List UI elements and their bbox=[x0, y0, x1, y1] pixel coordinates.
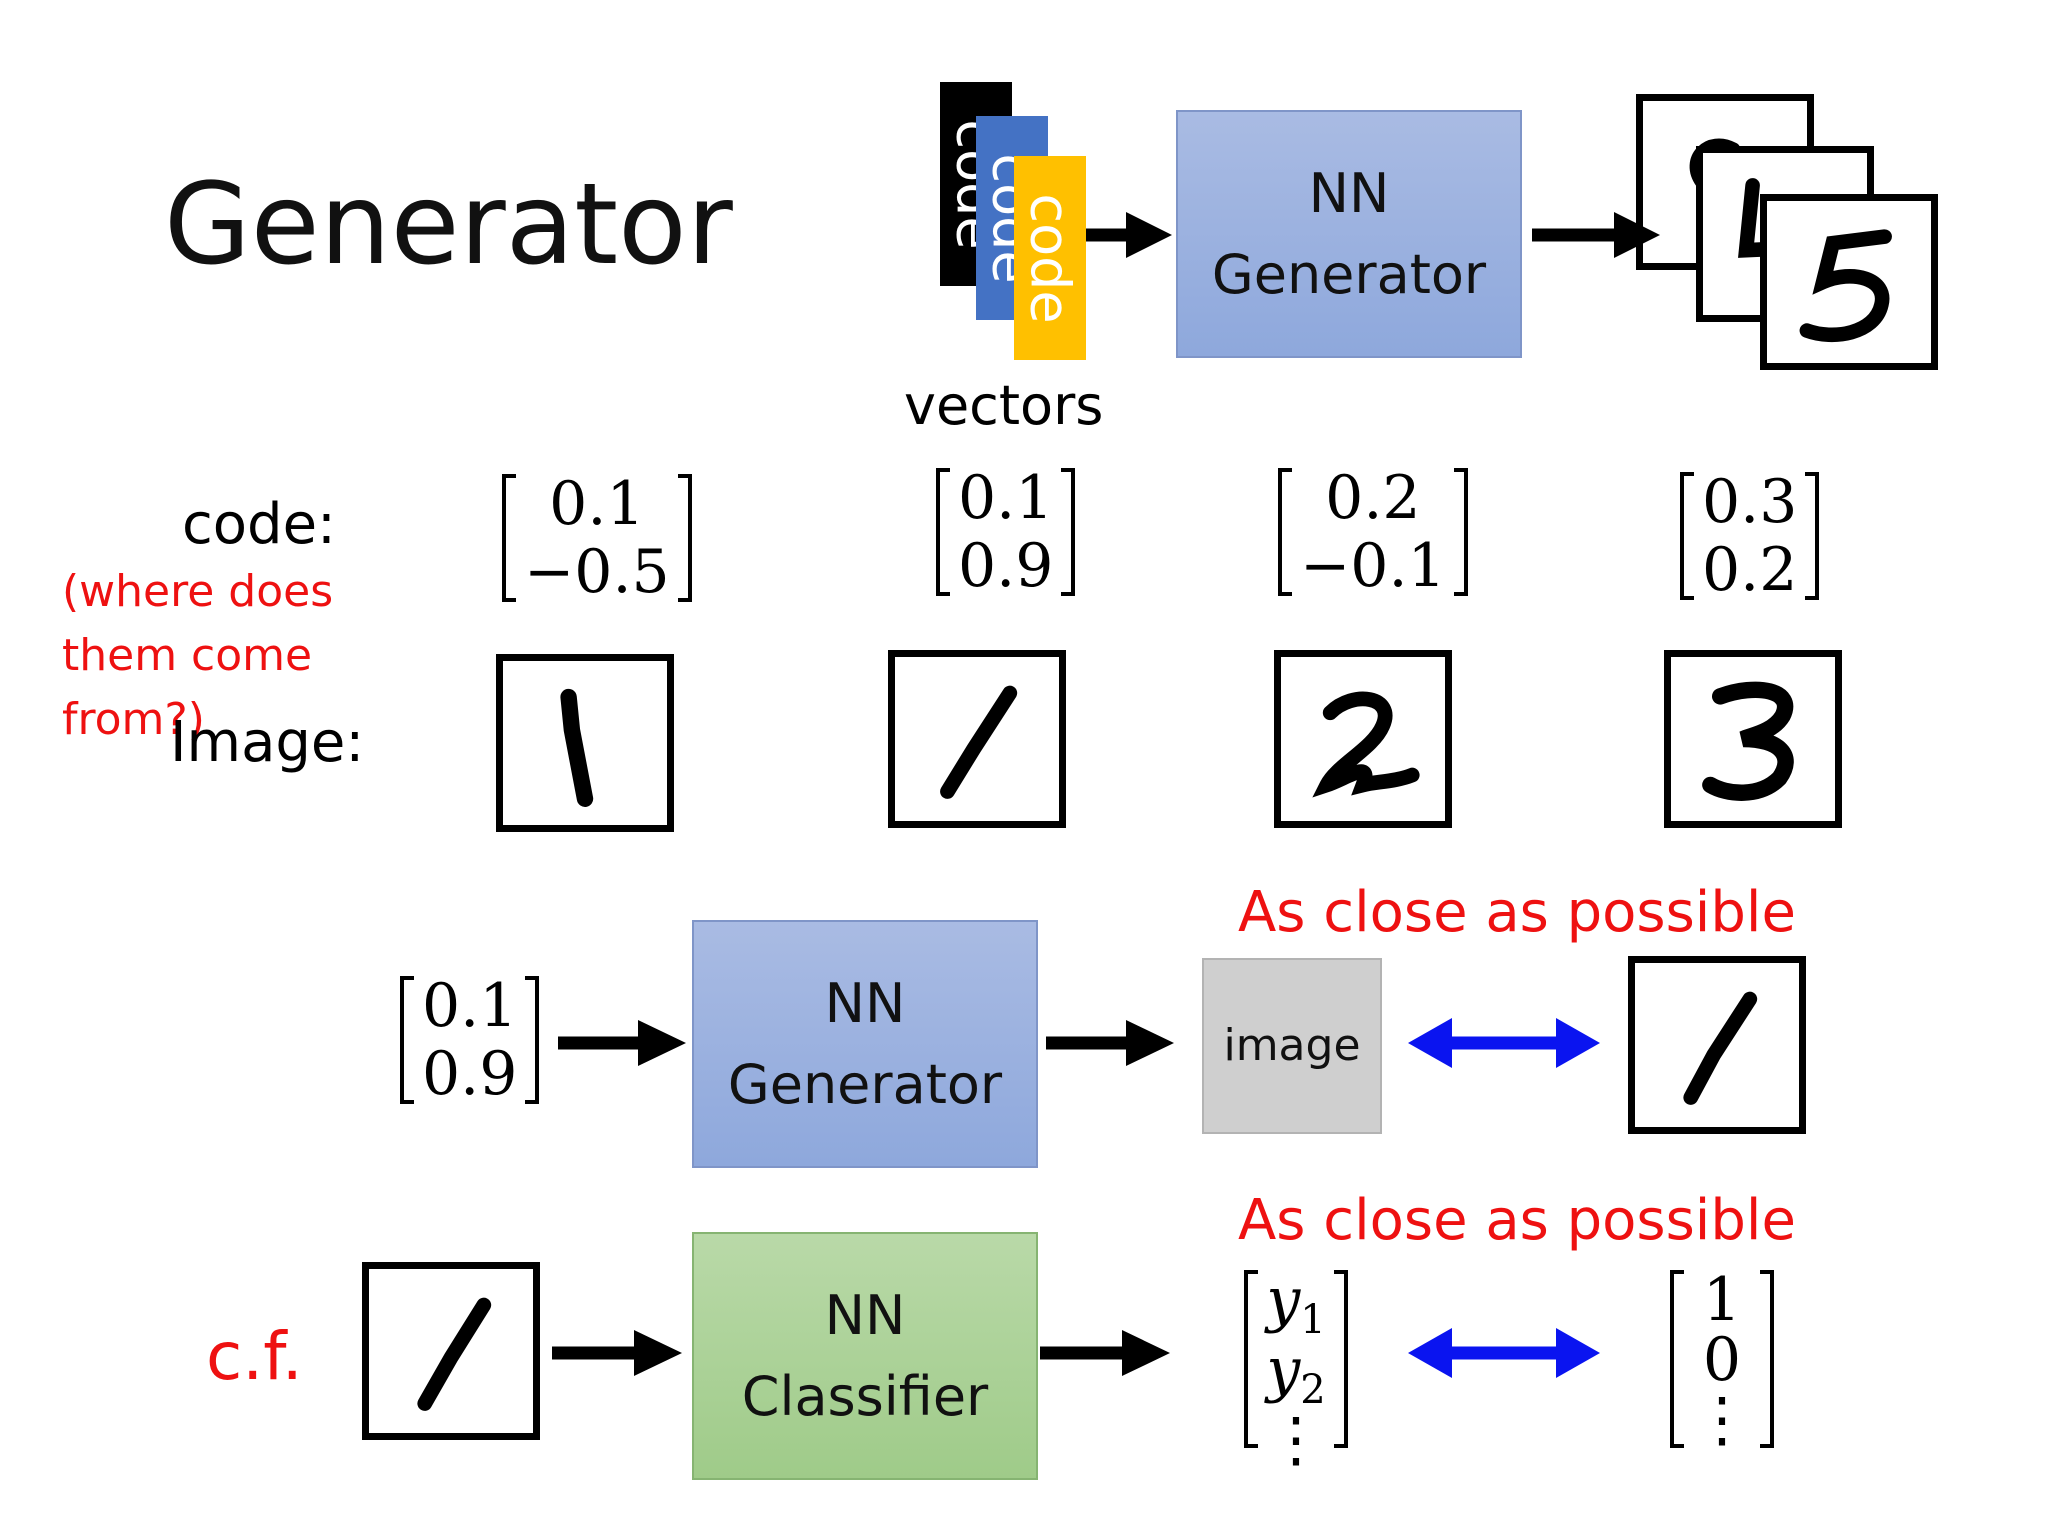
arrow-right-icon bbox=[558, 1020, 686, 1066]
classifier-target-vector: 1 0 ⋮ bbox=[1670, 1270, 1774, 1450]
middle-generator-line1: NN bbox=[824, 972, 906, 1035]
classifier-box: NN Classifier bbox=[692, 1232, 1038, 1480]
classifier-line1: NN bbox=[824, 1284, 906, 1347]
arrow-right-icon bbox=[1046, 1020, 1174, 1066]
arrow-right-icon bbox=[1086, 212, 1172, 258]
digit-3-icon bbox=[1702, 681, 1794, 801]
digit-1-slanted-icon bbox=[1683, 991, 1758, 1105]
arrow-right-icon bbox=[552, 1330, 682, 1376]
digit-2-icon bbox=[1312, 691, 1420, 798]
row-image-2 bbox=[888, 650, 1066, 828]
top-output-digit-5 bbox=[1760, 194, 1938, 370]
middle-target-image bbox=[1628, 956, 1806, 1134]
row-image-1 bbox=[496, 654, 674, 832]
digit-1-icon bbox=[560, 688, 594, 807]
page-title: Generator bbox=[164, 160, 733, 290]
double-arrow-icon bbox=[1408, 1328, 1600, 1378]
top-generator-line1: NN bbox=[1308, 162, 1390, 225]
classifier-line2: Classifier bbox=[741, 1365, 989, 1428]
code-label: code: bbox=[182, 492, 336, 557]
classifier-output-vector: y1 y2 ⋮ bbox=[1244, 1265, 1348, 1470]
digit-1-slanted-icon bbox=[417, 1297, 492, 1411]
code-vector-1: 0.1−0.5 bbox=[502, 474, 692, 602]
y1-entry: y1 bbox=[1266, 1265, 1326, 1343]
bottom-input-image bbox=[362, 1262, 540, 1440]
vectors-label: vectors bbox=[904, 374, 1104, 437]
code-note: (where does them come from?) bbox=[62, 566, 334, 745]
top-generator-line2: Generator bbox=[1211, 243, 1487, 306]
middle-generator-box: NN Generator bbox=[692, 920, 1038, 1168]
arrow-right-icon bbox=[1040, 1330, 1170, 1376]
digit-1-slanted-icon bbox=[940, 685, 1018, 799]
middle-output-image-label: image bbox=[1223, 1020, 1361, 1071]
cf-label: c.f. bbox=[206, 1318, 303, 1395]
code-vector-3: 0.2−0.1 bbox=[1278, 468, 1468, 596]
middle-output-image-box: image bbox=[1202, 958, 1382, 1134]
image-label: Image: bbox=[170, 710, 365, 775]
row-image-3 bbox=[1274, 650, 1452, 828]
bottom-note: As close as possible bbox=[1238, 1188, 1796, 1253]
top-generator-box: NN Generator bbox=[1176, 110, 1522, 358]
middle-generator-line2: Generator bbox=[727, 1053, 1003, 1116]
middle-note: As close as possible bbox=[1238, 880, 1796, 945]
row-image-4 bbox=[1664, 650, 1842, 828]
digit-5-icon bbox=[1799, 229, 1892, 343]
code-card-yellow: code bbox=[1014, 156, 1086, 360]
y2-entry: y2 bbox=[1266, 1335, 1326, 1413]
double-arrow-icon bbox=[1408, 1018, 1600, 1068]
ellipsis-entry: ⋮ bbox=[1266, 1405, 1326, 1475]
